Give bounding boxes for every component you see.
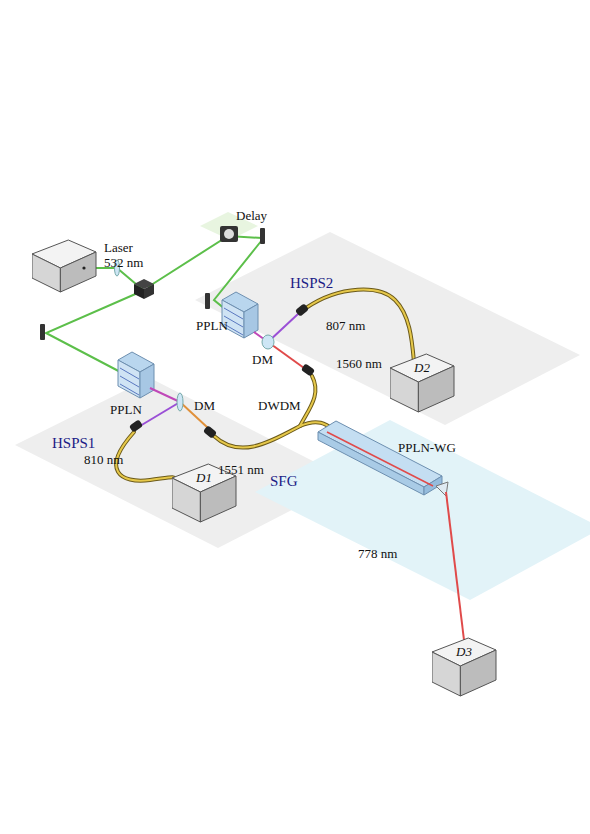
part-label: 810 nm xyxy=(84,452,123,467)
laser-aperture xyxy=(82,266,85,269)
ppln-waveguide xyxy=(318,421,442,495)
part-label: 1551 nm xyxy=(218,462,264,477)
signal-beam xyxy=(140,314,304,428)
fiber-coupler xyxy=(129,303,315,439)
ppln-crystal xyxy=(118,352,154,398)
laser-housing xyxy=(32,238,98,294)
beam-splitter xyxy=(134,279,154,299)
detector-box: D3 xyxy=(432,636,498,698)
part-label: PPLN xyxy=(196,318,228,333)
region-label: HSPS1 xyxy=(52,436,95,451)
detector-box: D2 xyxy=(390,352,456,414)
part-label: DWDM xyxy=(258,398,301,413)
part-label: 1560 nm xyxy=(336,356,382,371)
box-face xyxy=(32,254,60,292)
detector-label: D3 xyxy=(444,644,484,659)
part-label: DM xyxy=(252,352,273,367)
hsps1-region xyxy=(15,378,350,548)
part-label: PPLN xyxy=(110,402,142,417)
dichroic-mirror xyxy=(177,393,183,411)
sfg-region xyxy=(255,420,590,600)
box-face xyxy=(60,252,96,292)
detector-label: D2 xyxy=(402,360,442,375)
dichroic-mirror xyxy=(262,335,274,349)
sfg-beam xyxy=(446,492,464,640)
delay-stage xyxy=(220,226,238,242)
part-label: 778 nm xyxy=(358,546,397,561)
laser-source: Laser 532 nm xyxy=(32,238,156,294)
region-label: SFG xyxy=(270,474,298,489)
laser-label: Laser 532 nm xyxy=(104,240,152,270)
part-label: PPLN-WG xyxy=(398,440,456,455)
region-label: HSPS2 xyxy=(290,276,333,291)
part-label: DM xyxy=(194,398,215,413)
hsps2-region xyxy=(195,232,580,425)
part-label: 807 nm xyxy=(326,318,365,333)
part-label: Delay xyxy=(236,208,267,223)
